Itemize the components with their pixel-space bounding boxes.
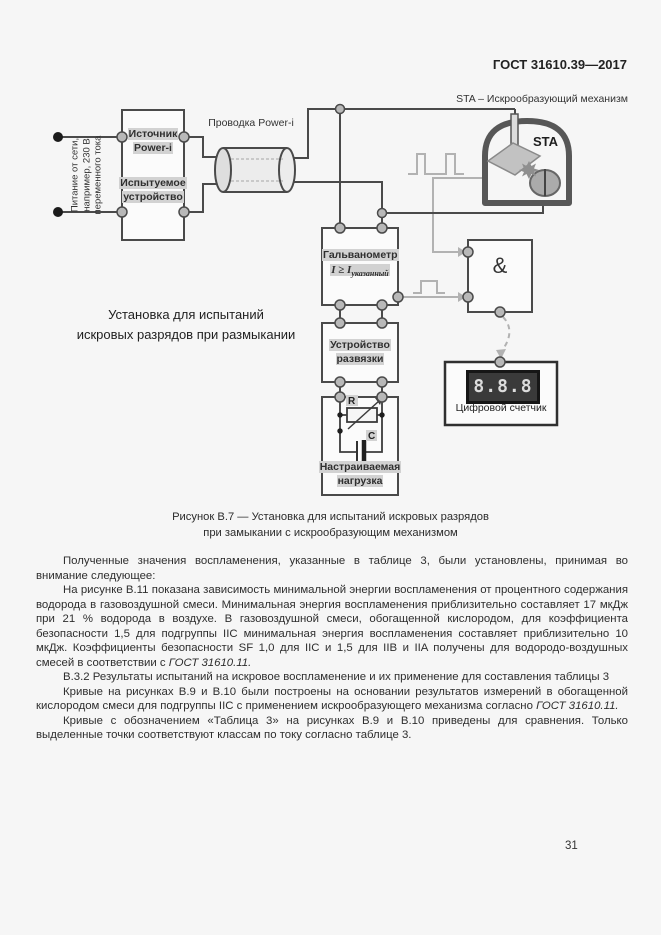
adjustable-load-label: Настраиваемая нагрузка [318, 461, 402, 487]
page-number: 31 [565, 840, 578, 852]
digital-counter-label: Цифровой счетчик [455, 402, 547, 414]
body-text: Полученные значения воспламенения, указа… [36, 554, 628, 743]
paragraph: Кривые на рисунках В.9 и В.10 были постр… [36, 685, 628, 713]
wiring-label: Проводка Power-i [208, 117, 294, 129]
spark-test-apparatus-dome [482, 113, 572, 206]
galvanometer-label: Гальванометр I ≥ Iуказанный [322, 249, 399, 278]
and-gate-label: & [492, 253, 508, 278]
figure-caption: Рисунок В.7 — Установка для испытаний ис… [172, 511, 489, 539]
signal-waveform-1 [408, 153, 464, 175]
sta-legend: STA – Искрообразующий механизм [456, 93, 628, 105]
terminals [116, 103, 506, 403]
resistor-symbol [346, 407, 378, 423]
paragraph: В.3.2 Результаты испытаний на искровое в… [63, 671, 610, 683]
doc-code: ГОСТ 31610.39—2017 [492, 57, 627, 72]
electrode-plate [486, 142, 542, 176]
galvanometer-to-and-wire [398, 292, 466, 302]
mains-supply-label: Питание от сети, например, 230 В перемен… [69, 135, 104, 215]
isolation-device-box [321, 322, 399, 383]
trigger-signal-wire [432, 177, 487, 257]
spark-icon [519, 161, 539, 179]
figure-b7-diagram: R C STA – Искрообразующий механизм Питан… [0, 88, 661, 508]
sta-label: STA [533, 134, 559, 149]
paragraph: Кривые с обозначением «Таблица 3» на рис… [36, 714, 628, 742]
resistor-label: R [348, 396, 356, 407]
isolation-device-label: Устройство развязки [329, 339, 391, 365]
power-i-wiring-cylinder [214, 147, 296, 193]
dut-label: Испытуемое устройство [119, 177, 187, 203]
and-gate-box [467, 239, 533, 313]
setup-caption: Установка для испытаний искровых разрядо… [76, 307, 296, 343]
paragraph: Полученные значения воспламенения, указа… [36, 555, 628, 582]
capacitor-label: C [368, 431, 375, 442]
paragraph: На рисунке В.11 показана зависимость мин… [36, 584, 628, 669]
diagram-canvas: R C [53, 103, 572, 496]
seven-segment-display: 8.8.8 [466, 370, 540, 404]
mains-terminal-dots [53, 132, 63, 217]
and-to-counter-dashed-wire [496, 316, 511, 359]
source-label: Источник Power-i [127, 128, 179, 154]
signal-waveform-2 [413, 280, 445, 294]
